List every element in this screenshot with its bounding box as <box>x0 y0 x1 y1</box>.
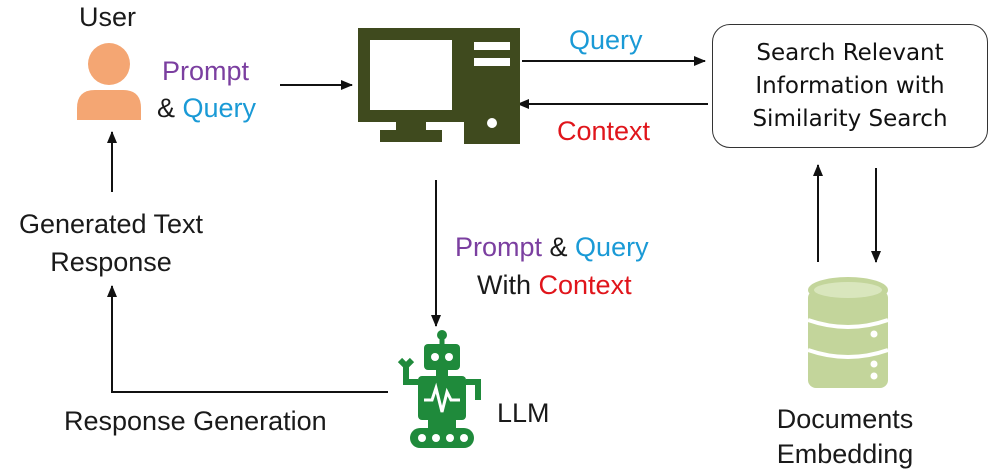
llm-input-line-2: With Context <box>477 269 632 301</box>
llm-input-line-1: Prompt & Query <box>455 231 649 263</box>
database-icon <box>806 276 890 395</box>
response-generation-label: Response Generation <box>64 406 327 436</box>
query-text: Query <box>182 93 257 123</box>
llm-query-text: Query <box>575 232 649 262</box>
query-label: Query <box>569 25 643 55</box>
arrow-llm-to-generated <box>107 285 388 393</box>
search-box-line-1: Search Relevant <box>756 39 944 66</box>
llm-with-text: With <box>477 270 539 300</box>
similarity-search-box: Search Relevant Information with Similar… <box>712 24 988 148</box>
prompt-query-line: & Query <box>157 92 256 124</box>
user-icon <box>74 42 144 127</box>
user-label: User <box>79 2 137 32</box>
generated-text-line-1: Generated Text <box>18 209 204 239</box>
documents-label-line-2: Embedding <box>776 439 914 469</box>
generated-text-line-2: Response <box>50 247 172 277</box>
llm-context-text: Context <box>538 270 632 300</box>
llm-prompt-text: Prompt <box>455 232 543 262</box>
llm-label: LLM <box>497 398 550 428</box>
desktop-computer-icon <box>358 28 522 151</box>
robot-icon <box>394 330 490 455</box>
documents-label-line-1: Documents <box>776 404 914 434</box>
prompt-text: Prompt <box>162 56 250 86</box>
context-label: Context <box>557 116 651 146</box>
search-box-line-3: Similarity Search <box>752 105 948 132</box>
search-box-line-2: Information with <box>755 72 945 99</box>
ampersand-text: & <box>157 93 183 123</box>
llm-ampersand-text: & <box>542 232 576 262</box>
